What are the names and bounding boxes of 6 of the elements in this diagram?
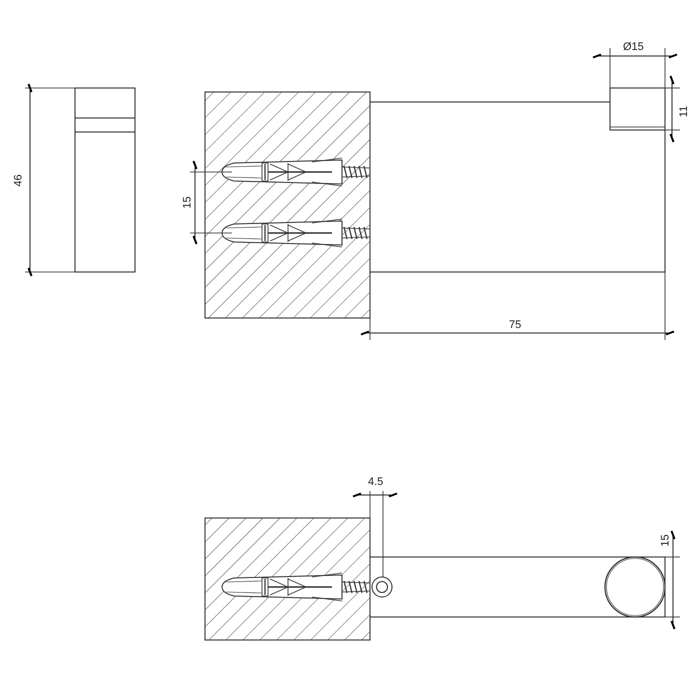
dimension-label: 4.5 [367,477,384,488]
dimension-label: Ø15 [622,42,645,53]
dimension-label: 75 [508,320,522,331]
dimension-label: 15 [182,195,194,210]
dimension-label: 15 [660,533,672,548]
dimension-label: 46 [14,173,25,188]
